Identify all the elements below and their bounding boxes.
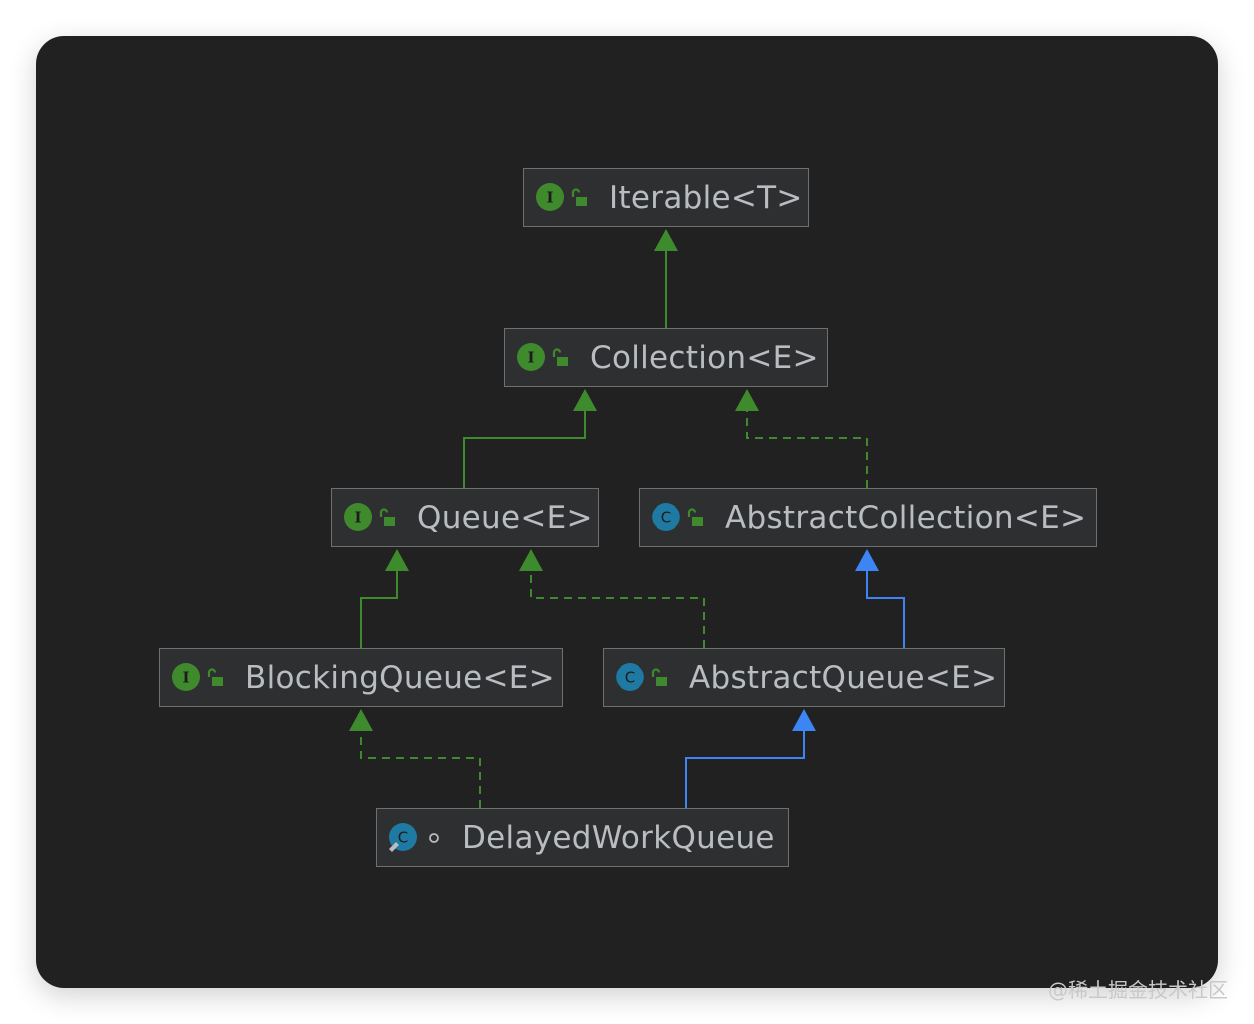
svg-text:I: I (182, 669, 189, 687)
edge-delayed-work-queue-extends-abstract-queue (685, 709, 816, 808)
node-abstract-collection[interactable]: C AbstractCollection<E> (639, 488, 1097, 547)
svg-text:I: I (546, 189, 553, 207)
node-abstract-queue[interactable]: C AbstractQueue<E> (603, 648, 1005, 707)
interface-icon: I (517, 343, 545, 371)
node-iterable[interactable]: I Iterable<T> (523, 168, 809, 227)
abstract-class-icon: C (651, 503, 681, 531)
unlocked-padlock-icon (379, 508, 395, 526)
class-icon: C (389, 823, 417, 852)
edge-abstract-collection-implements-collection (735, 389, 868, 488)
svg-text:C: C (625, 669, 635, 687)
interface-icon: I (536, 183, 564, 211)
svg-text:C: C (661, 509, 671, 527)
interface-icon: I (172, 663, 200, 691)
node-label: Iterable<T> (609, 179, 803, 216)
abstract-class-icon: C (615, 663, 645, 691)
node-label: Queue<E> (417, 499, 593, 536)
unlocked-padlock-icon (552, 348, 568, 366)
edge-queue-extends-collection (463, 389, 597, 488)
edge-abstract-queue-extends-abstract-collection (855, 549, 905, 648)
svg-text:I: I (354, 509, 361, 527)
unlocked-padlock-icon (651, 668, 667, 686)
unlocked-padlock-icon (207, 668, 223, 686)
node-label: BlockingQueue<E> (245, 659, 555, 696)
edge-delayed-work-queue-implements-blocking-queue (349, 709, 481, 808)
watermark: @稀土掘金技术社区 (1048, 978, 1228, 1002)
unlocked-padlock-icon (571, 188, 587, 206)
interface-icon: I (344, 503, 372, 531)
node-queue[interactable]: I Queue<E> (331, 488, 599, 547)
node-blocking-queue[interactable]: I BlockingQueue<E> (159, 648, 563, 707)
node-label: DelayedWorkQueue (462, 819, 775, 856)
edge-collection-extends-iterable (654, 229, 678, 328)
svg-text:I: I (527, 349, 534, 367)
edge-abstract-queue-implements-queue (519, 549, 705, 648)
node-collection[interactable]: I Collection<E> (504, 328, 828, 387)
package-private-dot-icon (429, 833, 439, 843)
node-label: Collection<E> (590, 339, 819, 376)
unlocked-padlock-icon (687, 508, 703, 526)
node-delayed-work-queue[interactable]: C DelayedWorkQueue (376, 808, 789, 867)
svg-text:C: C (398, 829, 408, 847)
node-label: AbstractQueue<E> (689, 659, 998, 696)
edge-blocking-queue-extends-queue (360, 549, 409, 648)
node-label: AbstractCollection<E> (725, 499, 1087, 536)
